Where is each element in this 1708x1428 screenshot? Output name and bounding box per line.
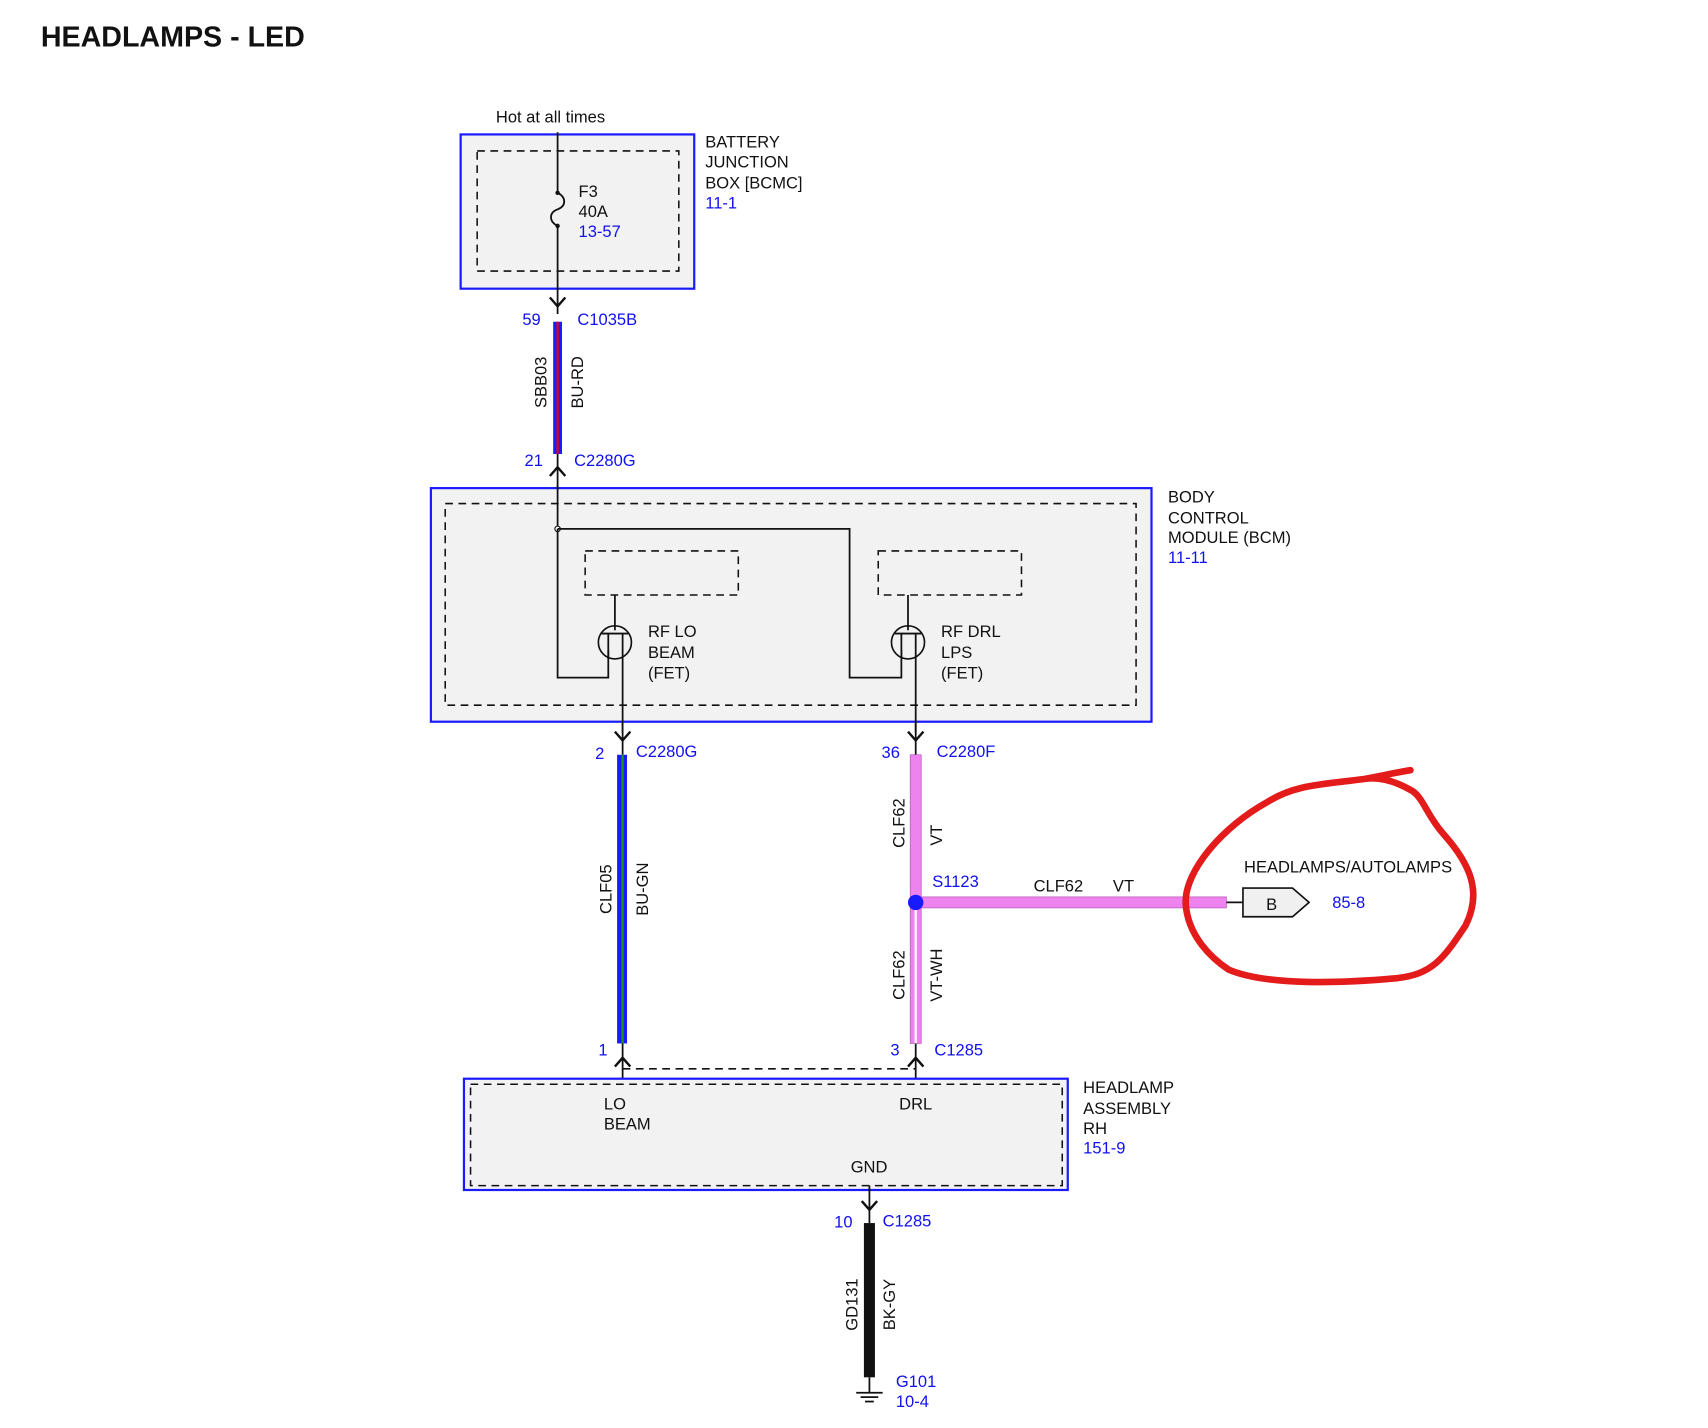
gnd-label: GND bbox=[851, 1157, 888, 1176]
fet-lo-label: (FET) bbox=[648, 664, 690, 683]
pin-number: 59 bbox=[522, 310, 540, 329]
fuse-rating: 40A bbox=[579, 202, 608, 221]
wire-gd131: 10 C1285 GD131 BK-GY G101 10-4 bbox=[834, 1185, 936, 1411]
bjb-name: JUNCTION bbox=[705, 152, 789, 171]
connector-id: C1035B bbox=[577, 310, 637, 329]
bjb-name: BATTERY bbox=[705, 133, 780, 152]
page-title: HEADLAMPS - LED bbox=[41, 21, 305, 53]
wire-clf05: 2 C2280G CLF05 BU-GN 1 bbox=[595, 721, 698, 1086]
headlamp-assembly-rh: LO BEAM DRL GND HEADLAMP ASSEMBLY RH 151… bbox=[462, 1068, 1174, 1192]
wire-color-label: BU-RD bbox=[568, 356, 587, 408]
battery-junction-box: Hot at all times F3 40A 13-57 BATTERY JU… bbox=[459, 107, 803, 315]
circuit-label: CLF62 bbox=[890, 798, 909, 848]
wire-color-label: BU-GN bbox=[633, 863, 652, 916]
connector-chevron-icon bbox=[548, 465, 567, 477]
fuse-ref-link[interactable]: 13-57 bbox=[579, 222, 621, 241]
fet-drl-label: RF DRL bbox=[941, 622, 1001, 641]
ground-ref-link[interactable]: 10-4 bbox=[896, 1392, 929, 1411]
connector-chevron-icon bbox=[548, 296, 567, 309]
fet-lo-label: RF LO bbox=[648, 622, 697, 641]
offpage-title: HEADLAMPS/AUTOLAMPS bbox=[1244, 858, 1452, 877]
headlamp-name: ASSEMBLY bbox=[1083, 1099, 1171, 1118]
fuse-icon bbox=[550, 192, 566, 227]
connector-chevron-icon bbox=[907, 730, 925, 743]
splice-dot bbox=[907, 894, 924, 911]
pin-number: 2 bbox=[595, 744, 604, 763]
red-annotation-circle bbox=[1182, 766, 1477, 986]
connector-id: C1285 bbox=[934, 1041, 983, 1060]
circuit-label: SBB03 bbox=[532, 357, 551, 408]
body-control-module: RF LO BEAM (FET) RF DRL LPS (FET) BODY C… bbox=[429, 484, 1291, 733]
connector-chevron-icon bbox=[613, 1055, 632, 1068]
circuit-label: CLF05 bbox=[597, 864, 616, 914]
fuse-id: F3 bbox=[579, 182, 598, 201]
wire-color-label: BK-GY bbox=[880, 1279, 899, 1330]
wire-clf62: 36 C2280F CLF62 VT CLF62 VT-WH S1123 CLF… bbox=[882, 721, 1227, 1086]
pin-number: 3 bbox=[890, 1041, 899, 1060]
circuit-label: CLF62 bbox=[1034, 876, 1084, 895]
bcm-ref-link[interactable]: 11-11 bbox=[1168, 548, 1208, 567]
lo-beam-label: LO bbox=[604, 1095, 626, 1114]
fet-icon bbox=[890, 625, 926, 733]
offpage-letter: B bbox=[1266, 895, 1277, 914]
headlamp-name: RH bbox=[1083, 1119, 1107, 1138]
fet-drl-label: LPS bbox=[941, 643, 972, 662]
connector-id: C2280F bbox=[937, 742, 996, 761]
offpage-arrow-icon bbox=[1242, 887, 1311, 918]
wire-color-label: VT bbox=[927, 825, 946, 846]
drl-label: DRL bbox=[899, 1095, 932, 1114]
pin-number: 1 bbox=[598, 1041, 607, 1060]
ground-id: G101 bbox=[896, 1372, 936, 1391]
wire-sbb03: 59 C1035B SBB03 BU-RD 21 C2280G bbox=[522, 296, 637, 491]
fet-lo-label: BEAM bbox=[648, 643, 695, 662]
connector-chevron-icon bbox=[860, 1200, 879, 1212]
offpage-connector-headlamps-autolamps[interactable]: B HEADLAMPS/AUTOLAMPS 85-8 bbox=[1226, 858, 1452, 918]
circuit-label: GD131 bbox=[842, 1278, 861, 1330]
bcm-name: BODY bbox=[1168, 487, 1215, 506]
connector-id: C2280G bbox=[574, 451, 636, 470]
bjb-name: BOX [BCMC] bbox=[705, 173, 802, 192]
ground-icon bbox=[856, 1377, 883, 1403]
wire-color-label: VT-WH bbox=[927, 949, 946, 1002]
pin-number: 36 bbox=[882, 743, 900, 762]
circuit-label: CLF62 bbox=[890, 950, 909, 1000]
bjb-ref-link[interactable]: 11-1 bbox=[705, 193, 737, 212]
power-label: Hot at all times bbox=[496, 107, 605, 126]
connector-id: C2280G bbox=[636, 742, 698, 761]
headlamp-ref-link[interactable]: 151-9 bbox=[1083, 1139, 1125, 1158]
lo-beam-label: BEAM bbox=[604, 1114, 651, 1133]
connector-chevron-icon bbox=[907, 1055, 925, 1068]
connector-chevron-icon bbox=[613, 730, 632, 743]
fet-drl-label: (FET) bbox=[941, 664, 983, 683]
fet-icon bbox=[597, 625, 633, 733]
headlamp-name: HEADLAMP bbox=[1083, 1078, 1174, 1097]
offpage-ref-link[interactable]: 85-8 bbox=[1332, 893, 1365, 912]
wire-color-label: VT bbox=[1113, 876, 1134, 895]
splice-id: S1123 bbox=[932, 872, 979, 891]
pin-number: 10 bbox=[834, 1212, 852, 1231]
bcm-name: CONTROL bbox=[1168, 508, 1249, 527]
bcm-name: MODULE (BCM) bbox=[1168, 528, 1291, 547]
connector-id: C1285 bbox=[883, 1211, 932, 1230]
pin-number: 21 bbox=[525, 451, 543, 470]
